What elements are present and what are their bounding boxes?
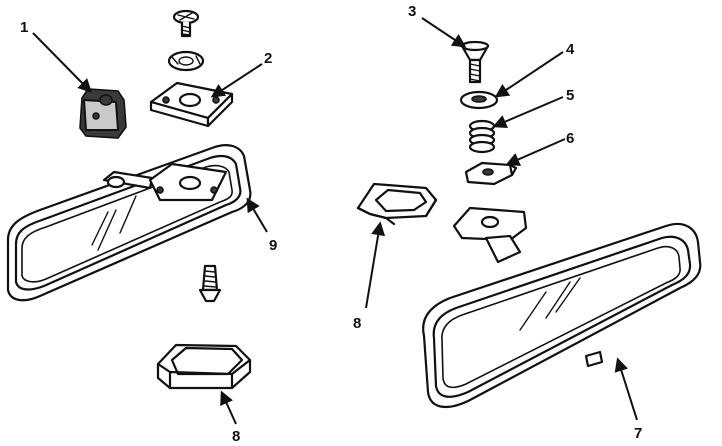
left-cover-part-8 xyxy=(156,343,252,390)
callout-4: 4 xyxy=(566,41,575,58)
leader-1 xyxy=(32,32,92,93)
part-2-mounting-plate xyxy=(149,81,234,128)
part-5-spring xyxy=(468,119,496,154)
leader-8-left xyxy=(220,390,237,425)
callout-9: 9 xyxy=(269,237,277,254)
leader-6 xyxy=(505,138,566,166)
callout-1: 1 xyxy=(20,19,28,36)
callout-3: 3 xyxy=(408,3,416,20)
callout-6: 6 xyxy=(566,130,574,147)
leader-8-right xyxy=(365,221,386,309)
right-rear-view-mirror xyxy=(422,206,702,409)
leader-7 xyxy=(614,357,638,421)
callout-5: 5 xyxy=(566,87,574,104)
leader-5 xyxy=(492,96,564,129)
callout-8-right: 8 xyxy=(353,315,361,332)
left-rear-view-mirror xyxy=(6,144,252,302)
callout-7: 7 xyxy=(634,425,642,442)
part-3-screw xyxy=(460,40,490,84)
leader-9 xyxy=(246,197,268,233)
leader-2 xyxy=(210,63,263,98)
left-screw-bottom xyxy=(198,264,222,303)
part-6-clip-nut xyxy=(464,161,518,186)
left-screw-top xyxy=(172,9,200,38)
callout-2: 2 xyxy=(264,50,272,67)
callout-labels: 1 2 3 4 5 6 7 8 8 9 xyxy=(20,3,642,445)
callout-8-left: 8 xyxy=(232,428,240,445)
leader-4 xyxy=(494,51,564,98)
right-cover-part-8 xyxy=(356,182,438,226)
leader-3 xyxy=(421,17,467,48)
part-1-rubber-block xyxy=(79,88,127,139)
left-washer xyxy=(167,50,205,72)
part-4-washer xyxy=(459,90,499,110)
leader-lines xyxy=(32,17,638,425)
